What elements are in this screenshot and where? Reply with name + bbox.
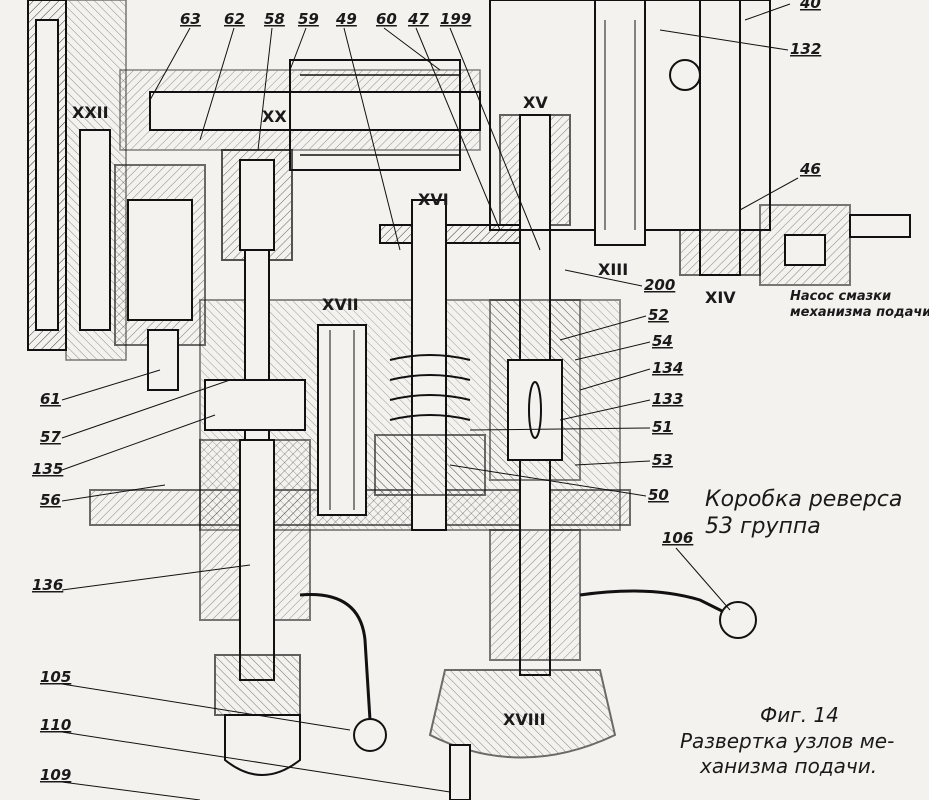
callout-number: 53 <box>652 451 673 469</box>
figure-title-line1: Развертка узлов ме- <box>680 729 894 753</box>
callout-number: 109 <box>40 766 71 784</box>
callout-number: 110 <box>40 716 71 734</box>
lubrication-pump <box>759 204 911 286</box>
shaft-label: XVII <box>322 295 359 314</box>
callout-number: 51 <box>652 418 673 436</box>
callout-number: 46 <box>799 160 821 178</box>
shaft-label: XIV <box>705 288 736 307</box>
pump-note-line1: Насос смазки <box>790 289 891 304</box>
shaft-label: XVIII <box>503 710 546 729</box>
callout-number: 61 <box>40 390 61 408</box>
callout-number: 136 <box>32 576 63 594</box>
handle-105 <box>299 593 387 752</box>
callouts-top: 63 62 58 59 49 60 47 199 <box>149 10 541 251</box>
shaft-label: XVI <box>418 190 449 209</box>
shaft-label: XX <box>262 107 287 126</box>
housing-left <box>27 0 127 361</box>
figure-number: Фиг. 14 <box>760 703 839 727</box>
feed-box-xiii-xiv <box>489 0 771 276</box>
callout-number: 106 <box>662 529 693 547</box>
captions: Насос смазки механизма подачи. Коробка р… <box>680 289 929 778</box>
callout-number: 47 <box>407 10 429 28</box>
callout-number: 62 <box>224 10 245 28</box>
callout-number: 58 <box>264 10 285 28</box>
shaft-label: XV <box>523 93 548 112</box>
shaft-xvii-assembly <box>317 324 367 516</box>
shaft-label: XXII <box>72 103 109 122</box>
group-label-line2: 53 группа <box>705 514 821 539</box>
callouts-right: 40 132 46 200 52 54 134 133 51 53 50 106 <box>449 0 821 611</box>
callout-number: 54 <box>652 332 673 350</box>
pump-note-line2: механизма подачи. <box>790 305 929 320</box>
handle-106 <box>579 589 757 639</box>
callout-number: 63 <box>180 10 201 28</box>
callout-number: 52 <box>648 306 669 324</box>
callout-number: 49 <box>335 10 357 28</box>
callout-number: 133 <box>652 390 683 408</box>
intermediate-block-61 <box>114 164 206 391</box>
shaft-xx-assembly <box>119 59 481 171</box>
callout-number: 60 <box>376 10 397 28</box>
callout-number: 135 <box>32 460 63 478</box>
shaft-xvi-assembly <box>374 199 541 531</box>
callout-number: 50 <box>648 486 669 504</box>
callout-number: 105 <box>40 668 71 686</box>
callout-number: 199 <box>440 10 471 28</box>
callout-number: 40 <box>799 0 821 12</box>
group-label-line1: Коробка реверса <box>705 487 902 512</box>
callout-number: 132 <box>790 40 821 58</box>
callout-number: 57 <box>40 428 61 446</box>
callout-number: 56 <box>40 491 61 509</box>
callout-number: 200 <box>644 276 675 294</box>
shaft-label: XIII <box>598 260 628 279</box>
shaft-xv-assembly <box>428 114 617 800</box>
shaft-58-assembly <box>199 149 311 776</box>
callouts-left: 61 57 135 56 136 105 110 109 <box>32 369 451 800</box>
callout-number: 134 <box>652 359 683 377</box>
figure-title-line2: ханизма подачи. <box>699 754 877 778</box>
callout-number: 59 <box>298 10 319 28</box>
shaft-labels: XXII XX XVI XV XVII XIII XIV XVIII <box>72 93 736 729</box>
